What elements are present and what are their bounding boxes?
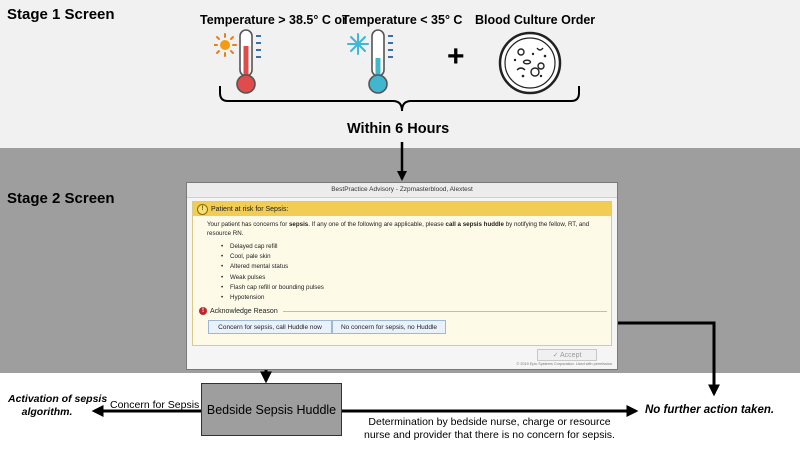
- within-window-label: Within 6 Hours: [347, 121, 450, 137]
- cold-thermometer-icon: [347, 29, 393, 94]
- plus-sign: +: [447, 40, 465, 73]
- low-temp-label: Temperature < 35° C: [342, 13, 463, 27]
- error-icon: !: [199, 307, 207, 315]
- accept-label: Accept: [560, 352, 582, 359]
- accept-button[interactable]: ✓ Accept: [537, 349, 597, 361]
- sun-icon: [214, 33, 237, 57]
- no-concern-button[interactable]: No concern for sepsis, no Huddle: [332, 320, 446, 334]
- advisory-message-mid: . If any one of the following are applic…: [308, 221, 446, 228]
- advisory-message: Your patient has concerns for sepsis. If…: [207, 221, 602, 238]
- activation-line1: Activation of sepsis: [8, 393, 108, 405]
- huddle-label: Bedside Sepsis Huddle: [206, 402, 337, 417]
- petri-dish-icon: [498, 31, 562, 95]
- bedside-huddle-box: Bedside Sepsis Huddle: [201, 383, 342, 436]
- sign-item: Delayed cap refill: [221, 242, 324, 252]
- concern-for-sepsis-label: Concern for Sepsis: [110, 399, 200, 411]
- determination-line2: nurse and provider that there is no conc…: [364, 429, 615, 441]
- copyright-text: © 2019 Epic Systems Corporation. Used wi…: [516, 362, 614, 366]
- advisory-message-huddle: call a sepsis huddle: [445, 221, 504, 228]
- advisory-message-post: by notifying the fellow, RT, and resourc…: [207, 221, 590, 237]
- sign-item: Weak pulses: [221, 273, 324, 283]
- criteria-brace: [219, 86, 580, 112]
- sign-item: Cool, pale skin: [221, 252, 324, 262]
- high-temp-label: Temperature > 38.5° C or: [200, 13, 347, 27]
- concern-huddle-button[interactable]: Concern for sepsis, call Huddle now: [208, 320, 332, 334]
- sepsis-signs-list: Delayed cap refill Cool, pale skin Alter…: [221, 242, 324, 303]
- determination-label: Determination by bedside nurse, charge o…: [352, 416, 627, 442]
- no-further-action-label: No further action taken.: [645, 404, 775, 416]
- sign-item: Altered mental status: [221, 262, 324, 272]
- sign-item: Flash cap refill or bounding pulses: [221, 283, 324, 293]
- advisory-header: ! Patient at risk for Sepsis:: [193, 202, 611, 216]
- sign-item: Hypotension: [221, 293, 324, 303]
- advisory-window: BestPractice Advisory - Zzpmasterblood, …: [186, 182, 618, 370]
- acknowledge-divider: [282, 310, 607, 312]
- stage2-title: Stage 2 Screen: [7, 190, 115, 207]
- stage1-title: Stage 1 Screen: [7, 6, 115, 23]
- determination-line1: Determination by bedside nurse, charge o…: [368, 416, 611, 428]
- stage1-band: [0, 0, 800, 148]
- activation-line2: algorithm.: [21, 406, 73, 418]
- acknowledge-row: ! Acknowledge Reason: [199, 307, 607, 315]
- hot-thermometer-icon: [214, 29, 261, 94]
- activation-label: Activation of sepsis algorithm.: [8, 393, 108, 419]
- advisory-title: BestPractice Advisory - Zzpmasterblood, …: [187, 183, 617, 198]
- advisory-message-pre: Your patient has concerns for: [207, 221, 289, 228]
- advisory-panel: ! Patient at risk for Sepsis: Your patie…: [192, 201, 612, 346]
- snowflake-icon: [347, 33, 369, 55]
- warning-icon: !: [197, 203, 208, 215]
- blood-culture-label: Blood Culture Order: [475, 13, 596, 27]
- advisory-header-text: Patient at risk for Sepsis:: [211, 205, 289, 213]
- advisory-message-sepsis: sepsis: [288, 221, 309, 228]
- acknowledge-label: Acknowledge Reason: [210, 307, 278, 315]
